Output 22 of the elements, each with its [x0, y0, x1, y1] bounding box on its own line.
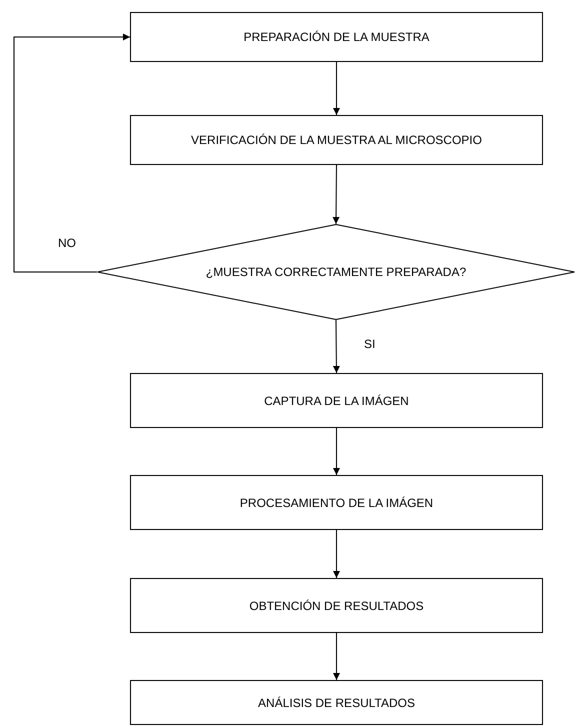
edge-label: SI: [362, 337, 378, 351]
edge-label: NO: [56, 236, 78, 250]
step-text: ANÁLISIS DE RESULTADOS: [258, 696, 415, 710]
process-box: [130, 12, 543, 62]
arrow: [14, 34, 130, 272]
process-box: [130, 475, 543, 530]
decision-text: ¿MUESTRA CORRECTAMENTE PREPARADA?: [206, 265, 466, 279]
step-text: OBTENCIÓN DE RESULTADOS: [249, 598, 424, 612]
arrow: [332, 164, 340, 224]
process-box: [130, 578, 543, 633]
arrow: [332, 320, 340, 374]
arrow: [333, 62, 340, 116]
step-text: VERIFICACIÓN DE LA MUESTRA AL MICROSCOPIO: [191, 133, 482, 147]
step-text: PROCESAMIENTO DE LA IMÁGEN: [240, 496, 434, 510]
process-box: [130, 115, 543, 165]
process-box: [130, 373, 543, 428]
step-text: CAPTURA DE LA IMÁGEN: [264, 394, 409, 408]
arrow: [333, 632, 340, 680]
arrow: [333, 530, 340, 578]
arrow: [333, 428, 340, 476]
process-box: [130, 680, 543, 725]
step-text: PREPARACIÓN DE LA MUESTRA: [244, 30, 430, 44]
